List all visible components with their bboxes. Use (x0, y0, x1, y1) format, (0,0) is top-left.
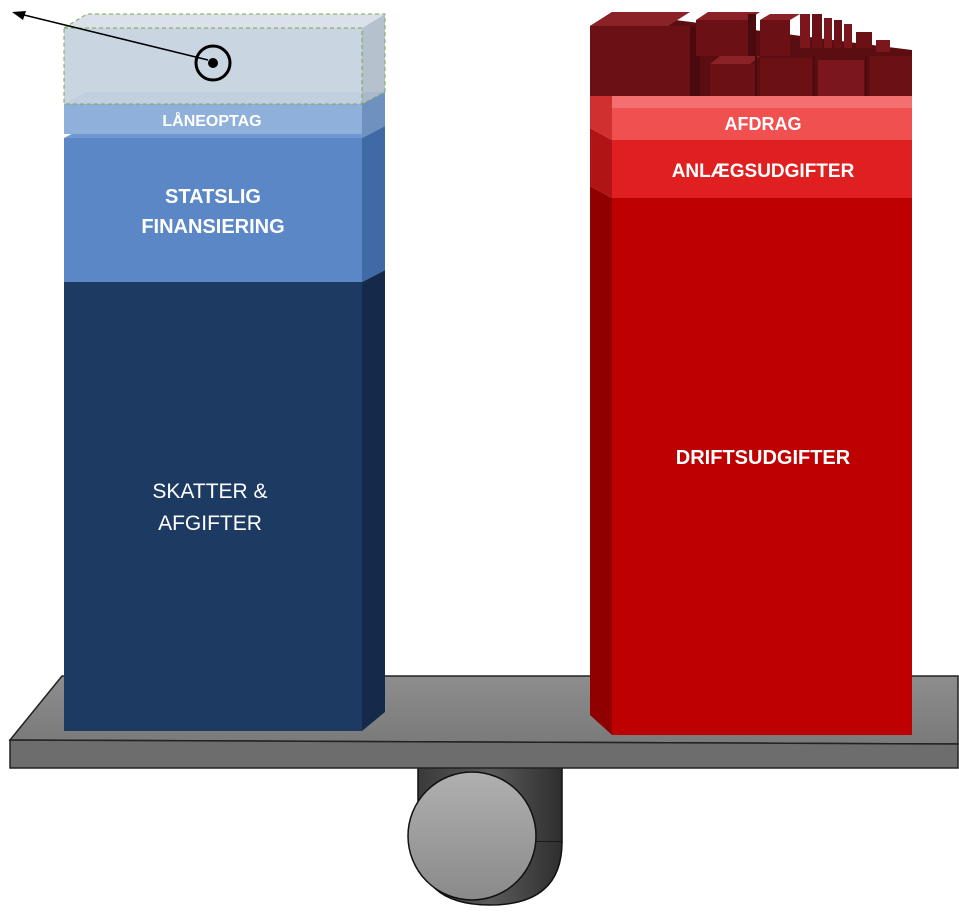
left-column: SKATTER & AFGIFTER STATSLIG FINANSIERING… (12, 11, 385, 731)
label-laneoptag: LÅNEOPTAG (162, 111, 261, 130)
selected-top-box[interactable] (64, 14, 385, 104)
label-statslig-line2: FINANSIERING (141, 216, 284, 238)
label-driftsudgifter: DRIFTSUDGIFTER (676, 447, 851, 469)
label-skatter-line1: SKATTER & (152, 480, 267, 503)
layer-driftsudgifter: DRIFTSUDGIFTER (590, 186, 912, 735)
label-afdrag: AFDRAG (725, 114, 802, 134)
layer-skatter-afgifter: SKATTER & AFGIFTER (64, 270, 385, 731)
label-skatter-line2: AFGIFTER (158, 512, 262, 535)
right-column: DRIFTSUDGIFTER ANLÆGSUDGIFTER AFDRAG (590, 12, 912, 735)
dark-cube-stack (590, 12, 912, 96)
label-anlaegsudgifter: ANLÆGSUDGIFTER (672, 161, 855, 182)
label-statslig-line1: STATSLIG (165, 186, 261, 208)
layer-statslig-finansiering: STATSLIG FINANSIERING (64, 126, 385, 282)
fulcrum (408, 762, 562, 905)
fulcrum-disc (408, 772, 536, 900)
